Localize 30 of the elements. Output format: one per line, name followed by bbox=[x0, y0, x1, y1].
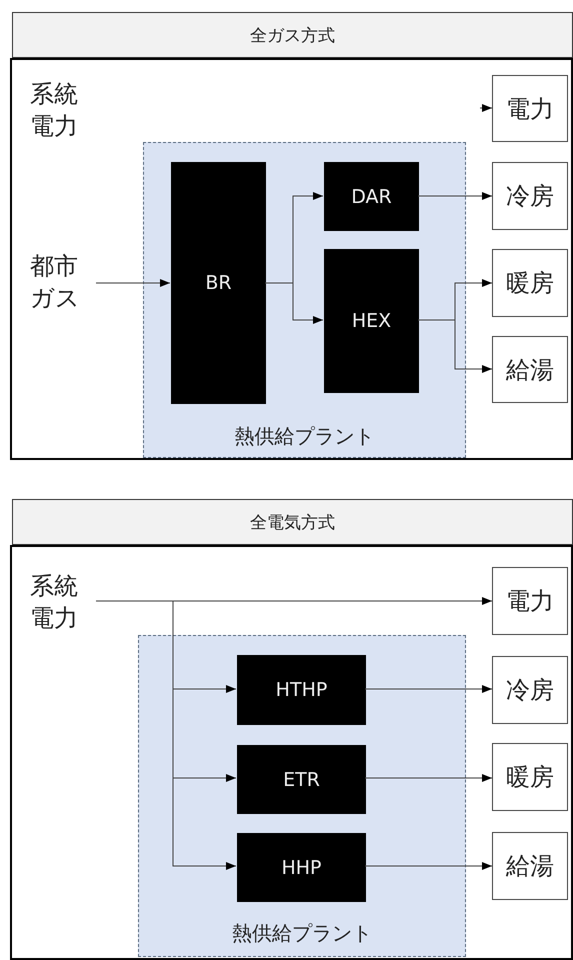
equipment-box: HHP bbox=[237, 833, 366, 902]
arrow bbox=[364, 774, 492, 782]
equipment-box: BR bbox=[171, 162, 266, 404]
arrow bbox=[264, 282, 324, 324]
plant-label: 熱供給プラント bbox=[234, 423, 376, 450]
equipment-box: DAR bbox=[324, 162, 419, 231]
source-label: 系統電力 bbox=[30, 79, 79, 142]
arrow bbox=[418, 192, 492, 200]
output-box: 電力 bbox=[492, 75, 568, 142]
output-box: 暖房 bbox=[492, 249, 568, 317]
equipment-box: HTHP bbox=[237, 655, 366, 725]
panel-header: 全電気方式 bbox=[12, 499, 573, 545]
source-label: 系統電力 bbox=[30, 570, 96, 636]
output-box: 冷房 bbox=[492, 656, 568, 724]
output-box: 暖房 bbox=[492, 743, 568, 811]
arrow bbox=[364, 685, 492, 693]
arrow bbox=[480, 104, 492, 112]
plant-label: 熱供給プラント bbox=[231, 920, 373, 947]
plant-area bbox=[138, 635, 466, 957]
output-box: 給湯 bbox=[492, 832, 568, 900]
equipment-box: HEX bbox=[324, 249, 419, 393]
source-label: 都市ガス bbox=[30, 250, 96, 316]
output-box: 給湯 bbox=[492, 336, 568, 403]
equipment-box: ETR bbox=[237, 745, 366, 814]
arrow bbox=[364, 862, 492, 870]
panel-header: 全ガス方式 bbox=[12, 12, 573, 58]
arrow bbox=[96, 279, 170, 287]
output-box: 電力 bbox=[492, 567, 568, 635]
output-box: 冷房 bbox=[492, 162, 568, 230]
plant-area bbox=[143, 142, 466, 458]
